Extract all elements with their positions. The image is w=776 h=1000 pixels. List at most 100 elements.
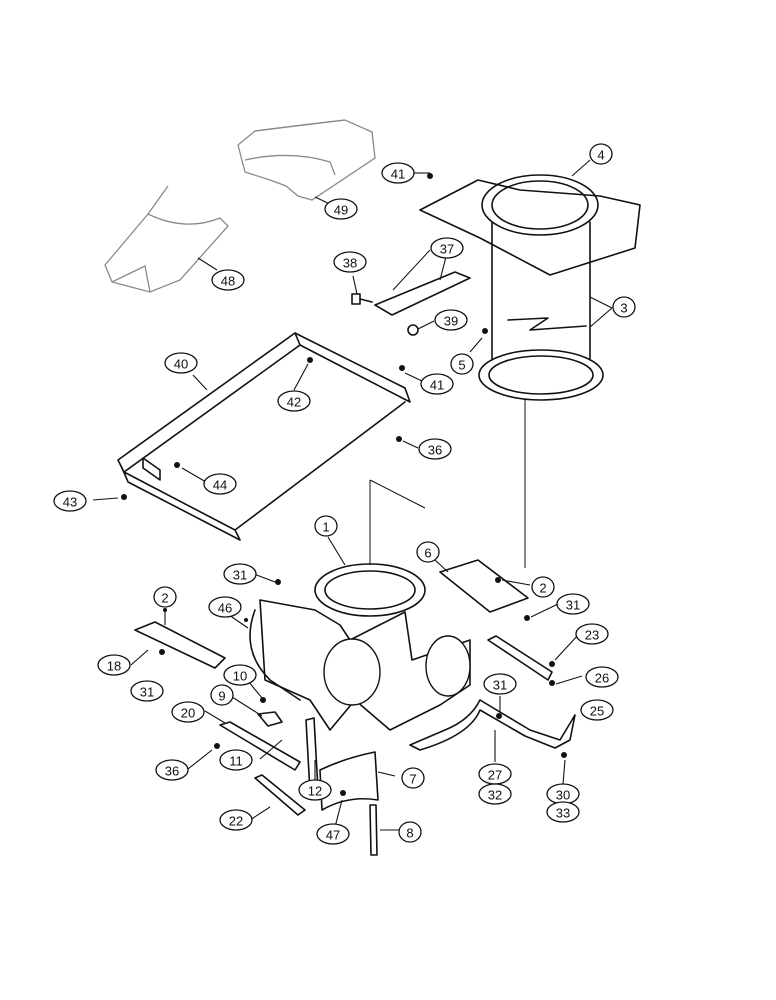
callout-22: 22 xyxy=(219,809,253,831)
callout-43: 43 xyxy=(53,490,87,512)
callout-number: 37 xyxy=(440,242,454,257)
callout-7: 7 xyxy=(401,767,425,789)
callout-number: 25 xyxy=(590,704,604,719)
deflector-7 xyxy=(319,751,379,811)
callout-bubble xyxy=(203,473,237,495)
callout-bubble xyxy=(277,390,311,412)
callout-41: 41 xyxy=(420,373,454,395)
callout-23: 23 xyxy=(575,623,609,645)
callout-bubble xyxy=(418,438,452,460)
spout-hood-49 xyxy=(237,119,376,201)
callout-number: 39 xyxy=(444,314,458,329)
bolt-38 xyxy=(351,293,373,305)
callout-32: 32 xyxy=(478,783,512,805)
callout-20: 20 xyxy=(171,701,205,723)
callout-bubble xyxy=(130,680,164,702)
callout-bubble xyxy=(219,809,253,831)
callout-number: 31 xyxy=(566,598,580,613)
callout-bubble xyxy=(434,309,468,331)
deflector-plate-18 xyxy=(134,621,226,669)
callout-31: 31 xyxy=(483,673,517,695)
callout-26: 26 xyxy=(585,666,619,688)
callout-11: 11 xyxy=(219,749,253,771)
callout-number: 38 xyxy=(343,256,357,271)
rod-8 xyxy=(369,804,378,856)
callout-bubble xyxy=(546,801,580,823)
callout-number: 41 xyxy=(391,167,405,182)
callout-38: 38 xyxy=(333,251,367,273)
callout-number: 41 xyxy=(430,378,444,393)
callout-40: 40 xyxy=(164,352,198,374)
callout-2: 2 xyxy=(153,586,177,608)
callout-bubble xyxy=(53,490,87,512)
callout-bubble xyxy=(314,515,338,537)
callout-number: 2 xyxy=(539,581,546,596)
callout-49: 49 xyxy=(324,198,358,220)
callout-bubble xyxy=(223,664,257,686)
callout-number: 7 xyxy=(409,772,416,787)
callout-bubble xyxy=(208,596,242,618)
callout-number: 3 xyxy=(620,301,627,316)
tube-assembly-3 xyxy=(419,174,641,401)
callout-27: 27 xyxy=(478,763,512,785)
callout-31: 31 xyxy=(223,563,257,585)
callout-bubble xyxy=(401,767,425,789)
callout-6: 6 xyxy=(416,541,440,563)
callout-47: 47 xyxy=(316,823,350,845)
callout-31: 31 xyxy=(130,680,164,702)
callout-number: 26 xyxy=(595,671,609,686)
callout-number: 32 xyxy=(488,788,502,803)
callout-37: 37 xyxy=(430,237,464,259)
strap-22 xyxy=(254,774,306,816)
callout-bubble xyxy=(211,269,245,291)
discharge-housing-1 xyxy=(249,563,471,731)
callout-30: 30 xyxy=(546,783,580,805)
callout-8: 8 xyxy=(398,821,422,843)
callout-number: 47 xyxy=(326,828,340,843)
callout-10: 10 xyxy=(223,664,257,686)
callout-bubble xyxy=(612,296,636,318)
callout-bubble xyxy=(585,666,619,688)
callout-bubble xyxy=(589,143,613,165)
brace-rod-23 xyxy=(487,635,553,681)
callout-bubble xyxy=(580,699,614,721)
strap-20 xyxy=(219,721,301,771)
callout-4: 4 xyxy=(589,143,613,165)
callout-5: 5 xyxy=(450,353,474,375)
callout-9: 9 xyxy=(210,684,234,706)
callout-bubble xyxy=(381,162,415,184)
callout-number: 10 xyxy=(233,669,247,684)
callout-bubble xyxy=(450,353,474,375)
callout-number: 18 xyxy=(107,659,121,674)
callout-bubble xyxy=(333,251,367,273)
shield-bracket-27 xyxy=(409,699,576,751)
callout-bubble xyxy=(223,563,257,585)
callout-bubble xyxy=(298,779,332,801)
callout-number: 2 xyxy=(161,591,168,606)
callout-bubble xyxy=(210,684,234,706)
callout-1: 1 xyxy=(314,515,338,537)
callout-number: 11 xyxy=(229,754,243,769)
clip-9 xyxy=(257,711,283,727)
callout-number: 9 xyxy=(218,689,225,704)
callout-39: 39 xyxy=(434,309,468,331)
callout-number: 46 xyxy=(218,601,232,616)
callout-number: 33 xyxy=(556,806,570,821)
callout-number: 43 xyxy=(63,495,77,510)
callout-number: 4 xyxy=(597,148,604,163)
callout-bubble xyxy=(97,654,131,676)
callout-number: 27 xyxy=(488,768,502,783)
callout-number: 5 xyxy=(458,358,465,373)
callout-number: 6 xyxy=(424,546,431,561)
callout-number: 23 xyxy=(585,628,599,643)
callout-36: 36 xyxy=(155,759,189,781)
callout-12: 12 xyxy=(298,779,332,801)
callout-number: 31 xyxy=(493,678,507,693)
callout-3: 3 xyxy=(612,296,636,318)
callout-number: 22 xyxy=(229,814,243,829)
callout-18: 18 xyxy=(97,654,131,676)
callout-number: 42 xyxy=(287,395,301,410)
assembly-lines xyxy=(369,249,526,568)
callout-bubble xyxy=(416,541,440,563)
callout-number: 8 xyxy=(406,826,413,841)
